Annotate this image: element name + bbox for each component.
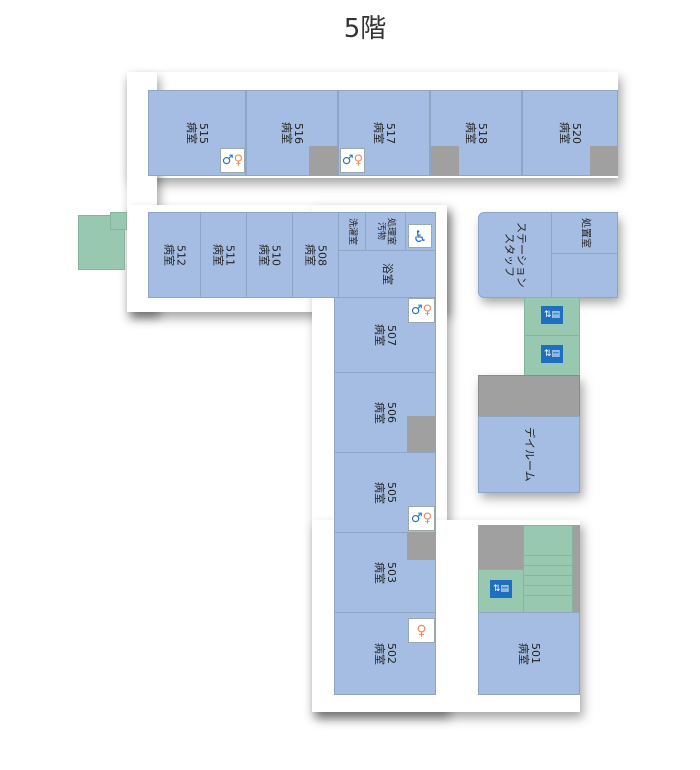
elevator-icon: ⇅▤ [541,345,563,363]
restroom-icon: ♂♀ [220,148,245,173]
stairs-left-connector [110,212,127,230]
treatment-room-annex [551,253,618,298]
restroom-icon: ♂♀ [408,506,435,531]
utility-506 [407,416,436,452]
room-type: 病室 [185,122,198,144]
room-type: 病室 [517,642,530,665]
staff-station[interactable]: スタッフステーション [478,212,552,298]
elevator-hall-1 [524,297,580,336]
utility-505 [407,532,436,560]
utility-dayroom [478,375,580,417]
room-type: 病室 [162,244,176,266]
room-number: 512 [174,244,188,266]
room-type: 病室 [303,244,317,266]
bath-label: 浴室 [381,263,394,285]
treatment-room[interactable]: 処置室 [551,212,618,254]
dayroom[interactable]: デイルーム [478,416,580,493]
room-type: 病室 [373,324,386,346]
room-type: 病室 [373,481,386,504]
elevator-icon: ⇅▤ [541,306,563,324]
room-number: 517 [384,122,397,144]
room-type: 病室 [464,122,477,144]
restroom-icon: ♂♀ [340,148,365,173]
utility-520 [590,146,618,176]
stairs-wall [573,525,580,613]
room-type: 病室 [257,244,271,266]
room-number: 505 [385,482,398,503]
room-number: 510 [269,244,283,266]
room-number: 518 [476,122,489,144]
room-type: 病室 [373,561,386,584]
room-number: 516 [292,122,305,144]
room-number: 507 [385,324,398,346]
room-type: 病室 [372,122,385,144]
bath-room[interactable]: 浴室 [338,250,436,298]
laundry-room[interactable]: 洗濯室 [338,212,366,251]
room-number: 520 [570,122,583,144]
utility-516 [309,146,338,176]
elevator-hall-3 [478,569,524,613]
utility-bottom [478,525,524,570]
soiled-label-2: 処理室 [385,217,396,245]
room-number: 502 [385,643,398,664]
room-number: 506 [385,402,398,423]
room-type: 病室 [558,122,571,144]
dayroom-label: デイルーム [523,427,536,482]
elevator-icon: ⇅▤ [490,580,512,598]
room-number: 508 [315,244,329,266]
room-type: 病室 [211,244,225,266]
room-number: 511 [223,244,237,266]
room-number: 503 [385,562,398,583]
treatment-label: 処置室 [579,218,591,248]
stairs-right [523,525,573,613]
laundry-label: 洗濯室 [347,217,357,245]
soiled-label-1: 汚物 [375,222,386,241]
room-type: 病室 [373,642,386,665]
room-number: 515 [197,122,210,144]
room-type: 病室 [280,122,293,144]
wheelchair-icon: ♿ [408,224,432,248]
restroom-icon: ♂♀ [408,298,435,323]
floor-title: 5階 [343,14,387,44]
utility-518 [431,146,459,176]
room-number: 501 [529,643,542,664]
staff-label-1: スタッフ [503,233,516,277]
soiled-utility-room[interactable]: 汚物処理室 [365,212,406,251]
room-type: 病室 [373,401,386,424]
female-restroom-icon: ♀ [408,618,435,643]
staff-label-2: ステーション [515,222,528,288]
